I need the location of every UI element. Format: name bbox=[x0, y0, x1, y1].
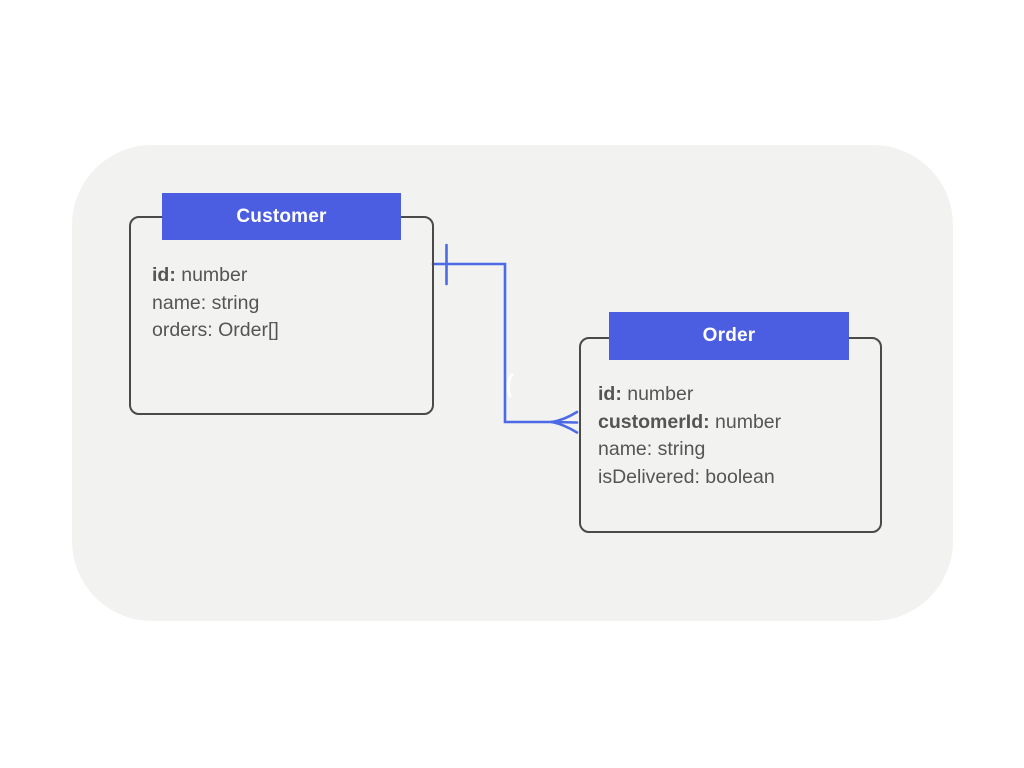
entity-field: isDelivered: boolean bbox=[598, 464, 781, 492]
field-key: customerId: bbox=[598, 410, 710, 433]
entity-customer-title: Customer bbox=[236, 205, 327, 227]
cardinality-many-crowsfoot bbox=[550, 420, 579, 434]
entity-field: id: number bbox=[152, 262, 279, 290]
entity-order-header[interactable]: Order bbox=[609, 312, 849, 360]
field-type: string bbox=[652, 438, 706, 460]
field-type: Order[] bbox=[212, 319, 279, 341]
entity-customer-header[interactable]: Customer bbox=[162, 193, 401, 240]
field-key: orders: bbox=[152, 319, 213, 341]
field-key: isDelivered: bbox=[598, 465, 700, 488]
cardinality-many-crowsfoot bbox=[550, 410, 579, 424]
entity-order-title: Order bbox=[702, 325, 756, 346]
cursor-artifact bbox=[506, 373, 514, 398]
field-key: id: bbox=[598, 383, 622, 405]
field-type: number bbox=[175, 264, 248, 286]
relationship-connector-line[interactable] bbox=[431, 262, 554, 424]
entity-field: id: number bbox=[598, 381, 781, 409]
field-type: number bbox=[709, 410, 782, 433]
field-type: number bbox=[621, 383, 694, 405]
field-type: string bbox=[206, 291, 260, 314]
entity-field: orders: Order[] bbox=[152, 317, 279, 345]
field-key: id: bbox=[152, 264, 176, 286]
field-key: name: bbox=[598, 438, 653, 460]
entity-field: name: string bbox=[598, 436, 781, 464]
entity-field: customerId: number bbox=[598, 409, 781, 437]
entity-field: name: string bbox=[152, 290, 279, 318]
field-type: boolean bbox=[699, 465, 775, 488]
field-key: name: bbox=[152, 291, 207, 314]
